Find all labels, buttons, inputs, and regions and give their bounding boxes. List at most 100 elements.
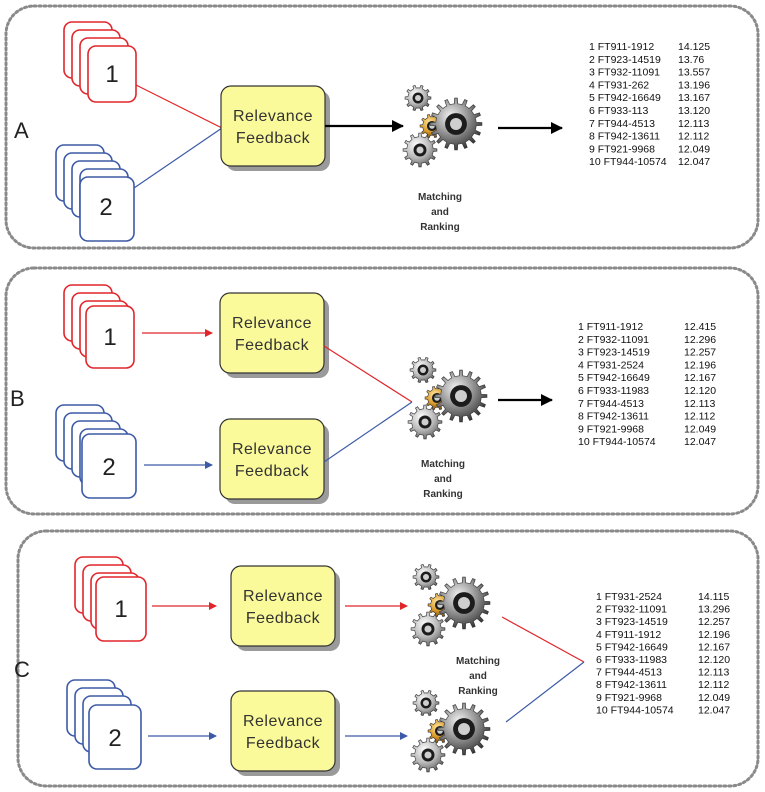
result-score: 12.196	[684, 359, 716, 371]
relevance-feedback-box: Relevance Feedback	[230, 690, 340, 776]
relevance-feedback-label: Feedback	[246, 735, 321, 752]
matching-ranking-label: Matching	[456, 656, 500, 667]
result-score: 12.112	[698, 679, 729, 691]
result-doc-id: 7 FT944-4513	[596, 667, 662, 679]
result-doc-id: 5 FT942-16649	[578, 372, 650, 384]
matching-ranking-label: Ranking	[423, 489, 462, 500]
result-doc-id: 3 FT923-14519	[596, 616, 668, 628]
result-score: 12.415	[684, 321, 716, 333]
result-score: 12.047	[684, 436, 716, 448]
matching-ranking-label: and	[434, 474, 452, 485]
document-stack-icon: 1	[63, 21, 137, 103]
matching-ranking-label: and	[431, 207, 449, 218]
connector-line	[135, 84, 223, 129]
result-doc-id: 4 FT931-2524	[578, 359, 644, 371]
result-doc-id: 9 FT921-9968	[596, 692, 662, 704]
result-doc-id: 6 FT933-11983	[596, 654, 667, 666]
panel-a: A 1 2 Relevance Feedback Match	[4, 4, 760, 250]
panel-border	[16, 529, 760, 788]
result-score: 13.167	[678, 92, 710, 104]
relevance-feedback-label: Relevance	[232, 441, 312, 458]
relevance-feedback-box: Relevance Feedback	[219, 418, 329, 504]
doc-label: 1	[103, 324, 116, 351]
matching-ranking-label: Matching	[421, 459, 465, 470]
result-doc-id: 9 FT921-9968	[589, 143, 655, 155]
result-score: 12.257	[684, 347, 716, 359]
matching-ranking-label: Matching	[418, 192, 462, 203]
result-doc-id: 6 FT933-113	[589, 105, 648, 117]
result-score: 12.047	[698, 704, 730, 716]
document-stack-icon: 2	[66, 679, 142, 770]
panel-letter: A	[14, 118, 29, 143]
relevance-feedback-box: Relevance Feedback	[220, 85, 330, 171]
result-score: 12.257	[698, 616, 730, 628]
panel-border	[4, 4, 760, 250]
result-score: 12.112	[684, 411, 715, 423]
doc-label: 2	[102, 454, 115, 481]
result-score: 14.115	[698, 591, 729, 603]
result-doc-id: 5 FT942-16649	[596, 641, 668, 653]
result-score: 12.047	[678, 156, 710, 168]
gears-icon	[402, 84, 483, 168]
result-doc-id: 3 FT932-11091	[589, 67, 660, 79]
relevance-feedback-label: Relevance	[243, 588, 323, 605]
result-doc-id: 5 FT942-16649	[589, 92, 661, 104]
result-score: 12.113	[684, 398, 715, 410]
relevance-feedback-label: Feedback	[236, 130, 311, 147]
gears-icon	[410, 689, 491, 773]
panel-letter: C	[14, 657, 30, 682]
result-score: 12.049	[684, 423, 716, 435]
document-stack-icon: 2	[55, 144, 135, 242]
result-score: 12.296	[684, 334, 716, 346]
result-doc-id: 10 FT944-10574	[596, 704, 674, 716]
gears-icon	[407, 356, 488, 440]
result-score: 13.296	[698, 604, 730, 616]
connector-line	[501, 616, 585, 663]
panel-b: B 1 2 Relevance Feedback Releva	[4, 266, 760, 516]
result-doc-id: 9 FT921-9968	[578, 423, 644, 435]
relevance-feedback-label: Feedback	[235, 463, 310, 480]
result-score: 12.049	[678, 143, 710, 155]
result-score: 12.196	[698, 629, 730, 641]
document-stack-icon: 2	[55, 404, 137, 499]
relevance-feedback-label: Relevance	[243, 713, 323, 730]
result-score: 12.113	[678, 118, 709, 130]
result-doc-id: 7 FT944-4513	[589, 118, 655, 130]
doc-label: 2	[99, 194, 112, 221]
result-score: 13.557	[678, 67, 710, 79]
connector-line	[505, 661, 585, 723]
panel-border	[4, 266, 760, 516]
doc-label: 2	[108, 725, 121, 752]
gears-icon	[410, 563, 491, 647]
result-doc-id: 8 FT942-13611	[578, 411, 649, 423]
result-doc-id: 10 FT944-10574	[589, 156, 667, 168]
relevance-feedback-label: Relevance	[233, 108, 313, 125]
document-stack-icon: 1	[74, 556, 147, 642]
result-score: 12.049	[698, 692, 730, 704]
result-doc-id: 2 FT932-11091	[578, 334, 649, 346]
result-score: 14.125	[678, 41, 710, 53]
result-doc-id: 1 FT911-1912	[578, 321, 643, 333]
relevance-feedback-box: Relevance Feedback	[230, 565, 340, 651]
result-score: 12.113	[698, 667, 729, 679]
result-score: 13.76	[678, 54, 704, 66]
matching-ranking-label: Ranking	[458, 686, 497, 697]
result-doc-id: 7 FT944-4513	[578, 398, 644, 410]
result-doc-id: 8 FT942-13611	[589, 131, 660, 143]
relevance-feedback-box: Relevance Feedback	[219, 292, 329, 378]
result-doc-id: 10 FT944-10574	[578, 436, 656, 448]
result-list: 1 FT911-1912 14.125 2 FT923-14519 13.76 3 FT…	[589, 41, 710, 168]
result-doc-id: 2 FT923-14519	[589, 54, 661, 66]
result-score: 12.120	[698, 654, 730, 666]
result-score: 12.112	[678, 131, 709, 143]
result-score: 12.167	[684, 372, 716, 384]
result-doc-id: 1 FT911-1912	[589, 41, 654, 53]
matching-ranking-label: and	[469, 671, 487, 682]
result-doc-id: 4 FT931-262	[589, 79, 649, 91]
relevance-feedback-label: Feedback	[235, 337, 310, 354]
result-score: 12.120	[684, 385, 716, 397]
result-doc-id: 1 FT931-2524	[596, 591, 662, 603]
